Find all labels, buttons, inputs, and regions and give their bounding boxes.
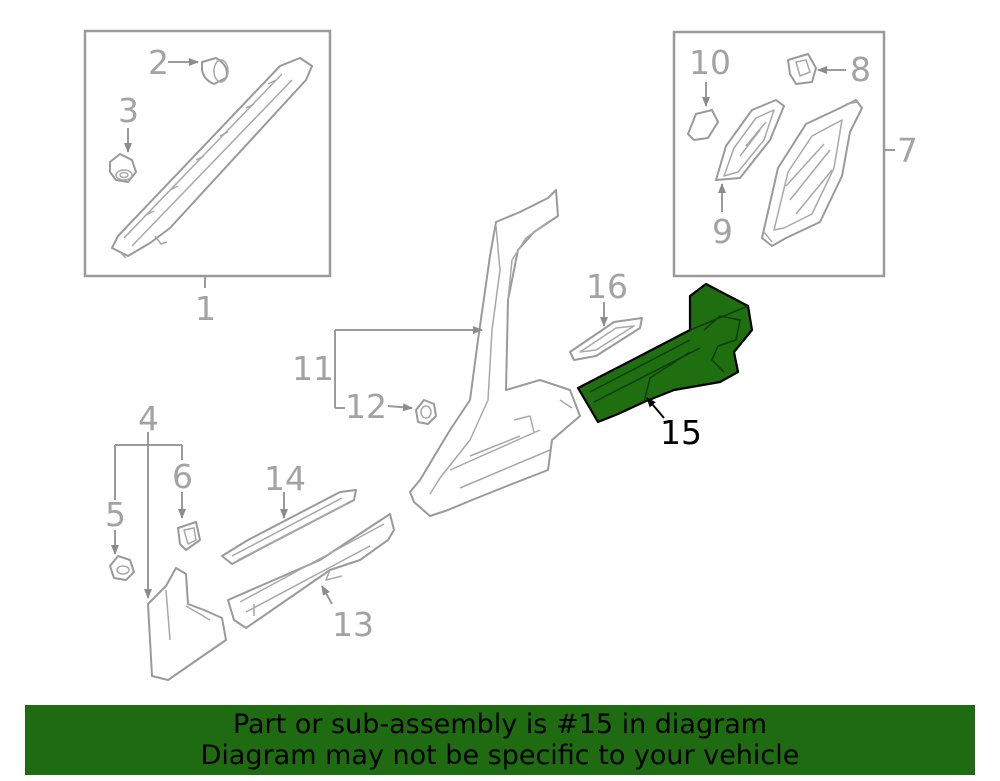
callout-7: 7 [897, 131, 918, 170]
part-15-scuff-plate[interactable] [576, 282, 754, 424]
part-6-clip[interactable] [177, 492, 201, 551]
part-16-strip[interactable] [569, 302, 643, 361]
part-9-trim-insert[interactable] [715, 99, 785, 212]
callout-9: 9 [712, 212, 733, 251]
part-12-bolt[interactable] [387, 399, 437, 425]
part-5-screw[interactable] [109, 530, 135, 581]
callout-labels: 1 2 3 4 5 6 7 8 9 10 11 12 13 14 15 16 [105, 43, 918, 644]
callout-6: 6 [172, 457, 193, 496]
callout-2: 2 [148, 43, 169, 82]
notice-banner: Part or sub-assembly is #15 in diagram D… [25, 705, 975, 775]
banner-line-1: Part or sub-assembly is #15 in diagram [232, 709, 768, 740]
part-1-pillar-trim[interactable] [111, 57, 313, 259]
group-box-1 [83, 29, 332, 288]
part-4-kick-panel[interactable] [147, 567, 227, 681]
part-8-retainer[interactable] [787, 53, 846, 85]
part-3-nut[interactable] [109, 128, 137, 183]
banner-line-2: Diagram may not be specific to your vehi… [200, 740, 800, 771]
part-11-leader [334, 326, 483, 409]
callout-15: 15 [660, 413, 702, 452]
part-10-cap[interactable] [687, 82, 719, 141]
callout-16: 16 [586, 267, 628, 306]
callout-10: 10 [689, 43, 731, 82]
callout-1: 1 [195, 289, 216, 328]
callout-5: 5 [105, 495, 126, 534]
part-11-pillar-lower-trim[interactable] [409, 189, 581, 517]
callout-14: 14 [264, 459, 306, 498]
group-box-7 [672, 30, 895, 278]
callout-11: 11 [292, 349, 334, 388]
part-13-sill-plate[interactable] [227, 513, 395, 629]
part-14-sill-strip[interactable] [221, 489, 357, 565]
callout-8: 8 [850, 50, 871, 89]
part-7-pillar-cover[interactable] [761, 99, 863, 247]
part-4-leader [114, 432, 183, 599]
part-2-clip[interactable] [168, 57, 229, 85]
callout-13: 13 [332, 605, 374, 644]
callout-12: 12 [345, 387, 387, 426]
callout-4: 4 [138, 399, 159, 438]
callout-3: 3 [118, 91, 139, 130]
